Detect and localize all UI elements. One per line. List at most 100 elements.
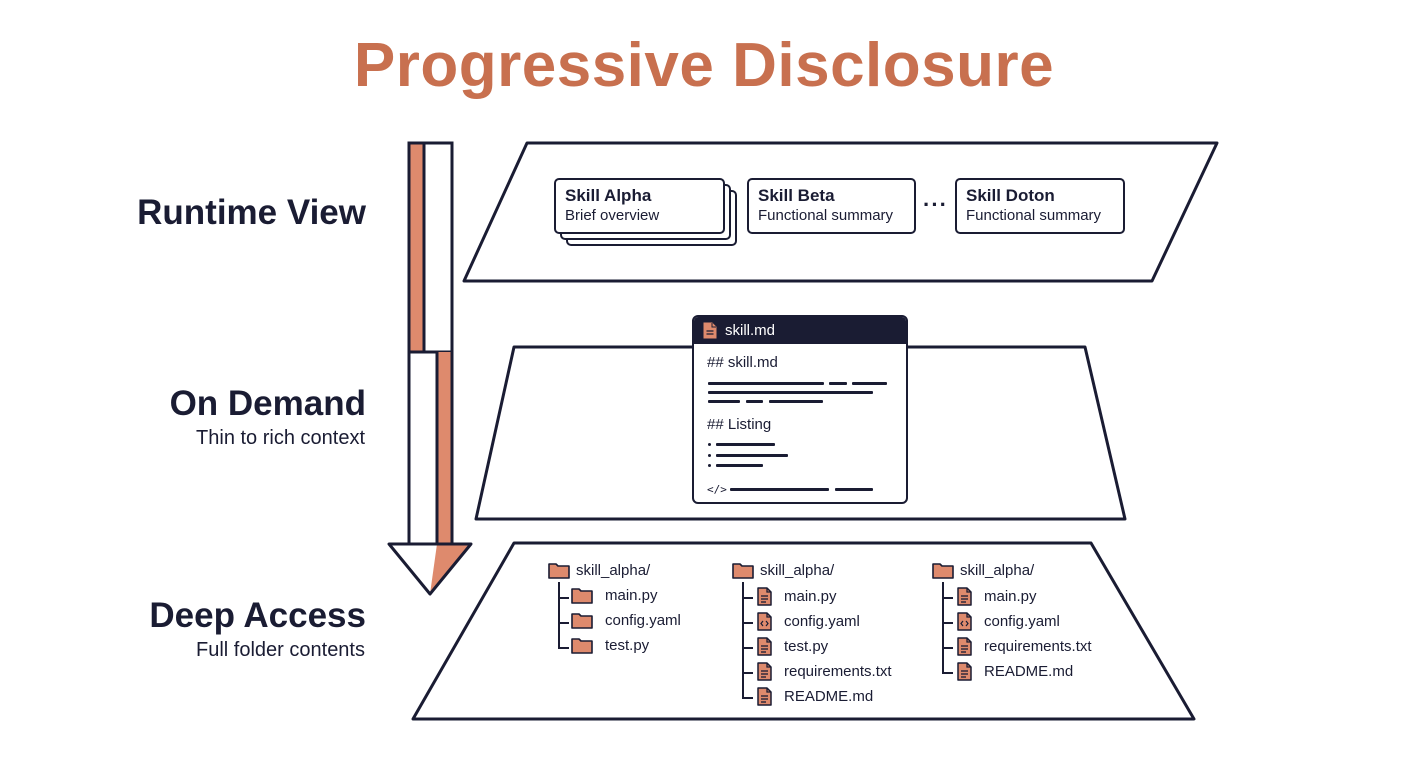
file-icon bbox=[757, 687, 778, 706]
file-name: main.py bbox=[605, 587, 658, 604]
file-icon bbox=[957, 587, 978, 606]
skill-card-doton[interactable]: Skill Doton Functional summary bbox=[955, 178, 1125, 234]
folder-root[interactable]: skill_alpha/ bbox=[732, 561, 834, 579]
file-item[interactable]: README.md bbox=[757, 687, 873, 706]
folder-name: skill_alpha/ bbox=[576, 561, 651, 579]
skill-card-alpha[interactable]: Skill Alpha Brief overview bbox=[554, 178, 725, 234]
text-line bbox=[835, 488, 873, 491]
tree-connector bbox=[558, 597, 569, 599]
tree-connector bbox=[558, 582, 560, 648]
file-name: config.yaml bbox=[784, 613, 860, 630]
file-item[interactable]: README.md bbox=[957, 662, 1073, 681]
progression-arrow bbox=[387, 141, 473, 596]
skill-card-name: Skill Doton bbox=[966, 186, 1055, 205]
tree-connector bbox=[742, 697, 753, 699]
tree-connector bbox=[742, 647, 753, 649]
document-filename: skill.md bbox=[725, 322, 776, 339]
file-item[interactable]: requirements.txt bbox=[757, 662, 892, 681]
file-item[interactable]: test.py bbox=[571, 637, 649, 654]
file-item[interactable]: config.yaml bbox=[757, 612, 860, 631]
tree-connector bbox=[558, 622, 569, 624]
folder-icon bbox=[732, 561, 754, 579]
skill-card-desc: Functional summary bbox=[966, 207, 1102, 224]
layer-label-runtime-view: Runtime View bbox=[137, 193, 366, 232]
tree-connector bbox=[942, 647, 953, 649]
folder-root[interactable]: skill_alpha/ bbox=[548, 561, 650, 579]
file-icon bbox=[957, 662, 978, 681]
file-name: test.py bbox=[784, 638, 829, 655]
folder-icon bbox=[571, 612, 599, 629]
file-icon bbox=[757, 587, 778, 606]
layer-label-deep-access: Deep Access bbox=[149, 596, 366, 635]
folder-icon bbox=[548, 561, 570, 579]
file-name: README.md bbox=[984, 663, 1074, 680]
diagram-title: Progressive Disclosure bbox=[353, 31, 1055, 100]
folder-root[interactable]: skill_alpha/ bbox=[932, 561, 1034, 579]
tree-connector bbox=[742, 582, 744, 698]
skill-md-document[interactable]: skill.md ## skill.md ## Listing </> bbox=[692, 315, 908, 504]
skill-card-name: Skill Beta bbox=[758, 186, 835, 205]
text-line bbox=[716, 454, 788, 457]
folder-icon bbox=[571, 637, 599, 654]
code-file-icon bbox=[957, 612, 978, 631]
list-bullet bbox=[708, 454, 711, 457]
text-line bbox=[708, 400, 740, 403]
file-name: requirements.txt bbox=[784, 663, 892, 680]
folder-name: skill_alpha/ bbox=[760, 561, 835, 579]
file-name: README.md bbox=[784, 688, 874, 705]
text-line bbox=[746, 400, 763, 403]
file-icon bbox=[957, 637, 978, 656]
text-line bbox=[769, 400, 823, 403]
file-icon bbox=[757, 662, 778, 681]
tree-connector bbox=[942, 672, 953, 674]
document-heading-1: ## skill.md bbox=[707, 354, 778, 371]
code-icon: </> bbox=[707, 483, 727, 496]
layer-subtitle-deep-access: Full folder contents bbox=[196, 639, 365, 661]
list-bullet bbox=[708, 464, 711, 467]
tree-connector bbox=[942, 597, 953, 599]
file-item[interactable]: main.py bbox=[757, 587, 837, 606]
text-line bbox=[708, 391, 873, 394]
file-item[interactable]: config.yaml bbox=[571, 612, 681, 629]
file-name: config.yaml bbox=[605, 612, 681, 629]
file-item[interactable]: main.py bbox=[957, 587, 1037, 606]
layer-label-on-demand: On Demand bbox=[169, 384, 366, 423]
folder-name: skill_alpha/ bbox=[960, 561, 1035, 579]
text-line bbox=[708, 382, 824, 385]
tree-connector bbox=[742, 672, 753, 674]
folder-tree: skill_alpha/main.py config.yaml test.py bbox=[548, 561, 723, 668]
file-name: config.yaml bbox=[984, 613, 1060, 630]
skill-card-desc: Functional summary bbox=[758, 207, 894, 224]
more-skills-ellipsis: ··· bbox=[923, 192, 948, 217]
text-line bbox=[852, 382, 887, 385]
file-item[interactable]: main.py bbox=[571, 587, 658, 604]
folder-tree: skill_alpha/main.py config.yaml requiremen… bbox=[932, 561, 1107, 693]
list-bullet bbox=[708, 443, 711, 446]
file-name: test.py bbox=[605, 637, 650, 654]
text-line bbox=[730, 488, 829, 491]
tree-connector bbox=[742, 622, 753, 624]
tree-connector bbox=[942, 622, 953, 624]
text-line bbox=[829, 382, 847, 385]
skill-card-desc: Brief overview bbox=[565, 207, 660, 224]
skill-card-beta[interactable]: Skill Beta Functional summary bbox=[747, 178, 916, 234]
file-name: main.py bbox=[784, 588, 837, 605]
tree-connector bbox=[942, 582, 944, 673]
file-icon bbox=[703, 322, 717, 339]
code-file-icon bbox=[757, 612, 778, 631]
file-icon bbox=[757, 637, 778, 656]
folder-tree: skill_alpha/main.py config.yaml test.py req… bbox=[732, 561, 907, 718]
file-name: main.py bbox=[984, 588, 1037, 605]
file-item[interactable]: test.py bbox=[757, 637, 828, 656]
document-title-bar: skill.md bbox=[694, 317, 906, 344]
skill-card-name: Skill Alpha bbox=[565, 186, 652, 205]
layer-subtitle-on-demand: Thin to rich context bbox=[196, 427, 365, 449]
text-line bbox=[716, 464, 763, 467]
folder-icon bbox=[571, 587, 599, 604]
document-heading-2: ## Listing bbox=[707, 416, 772, 433]
tree-connector bbox=[742, 597, 753, 599]
folder-icon bbox=[932, 561, 954, 579]
text-line bbox=[716, 443, 775, 446]
file-item[interactable]: requirements.txt bbox=[957, 637, 1092, 656]
file-item[interactable]: config.yaml bbox=[957, 612, 1060, 631]
